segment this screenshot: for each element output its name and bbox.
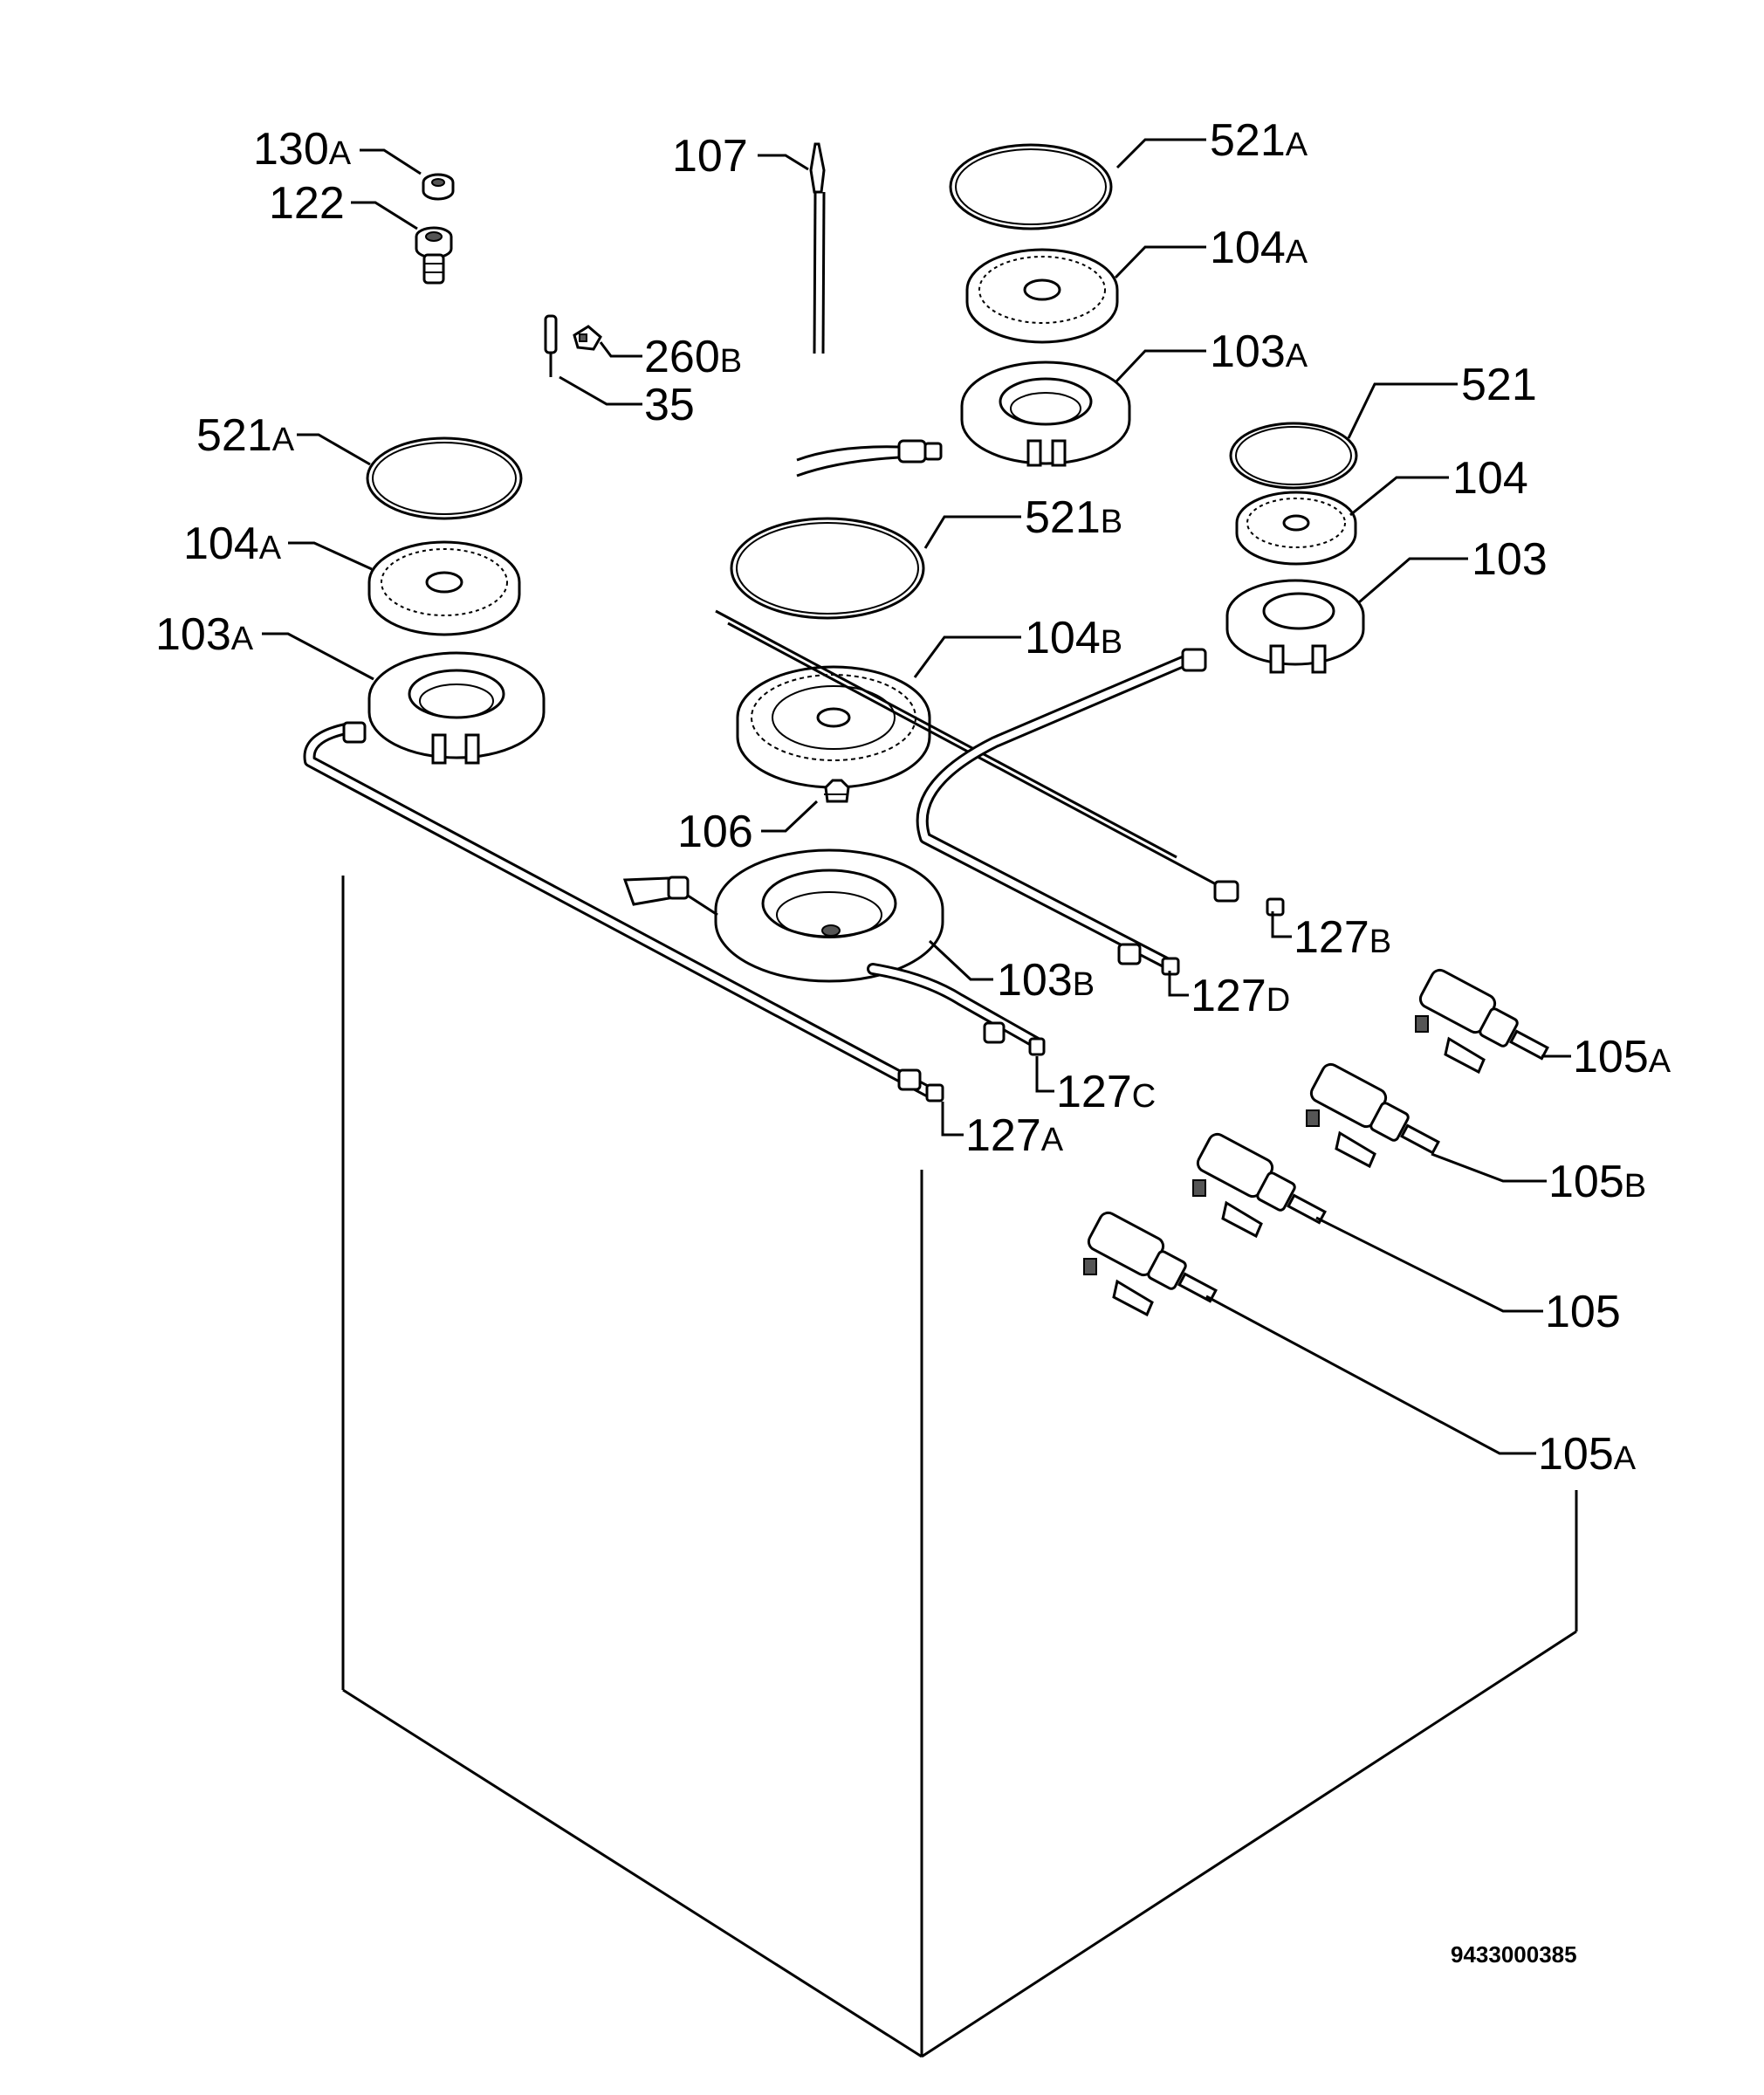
- document-reference-number: 9433000385: [1451, 1941, 1577, 1968]
- cabinet-outline: [341, 876, 1578, 2058]
- label-103: 103: [1472, 534, 1548, 585]
- label-105: 105: [1545, 1287, 1621, 1337]
- part-104b-crown: [736, 665, 931, 789]
- label-127c: 127C: [1056, 1067, 1156, 1117]
- part-521a-left-cover: [366, 436, 523, 520]
- part-107-thermocouple: [809, 142, 826, 354]
- part-103a-left-base: [367, 651, 546, 765]
- label-103b: 103B: [997, 955, 1095, 1006]
- part-103-base: [1225, 579, 1365, 674]
- part-122-injector: [415, 226, 453, 285]
- label-130a: 130A: [253, 124, 352, 175]
- label-106: 106: [677, 807, 753, 857]
- label-104a-top: 104A: [1210, 223, 1308, 273]
- label-104b: 104B: [1025, 613, 1122, 663]
- part-260b-clip: [573, 325, 602, 351]
- label-122: 122: [269, 178, 345, 229]
- part-103b-base: [714, 848, 944, 983]
- label-105a-bottom: 105A: [1538, 1429, 1637, 1480]
- label-521b: 521B: [1025, 492, 1122, 543]
- part-103a-top-base: [960, 361, 1131, 467]
- label-521a-top: 521A: [1210, 115, 1308, 166]
- label-521a-left: 521A: [196, 410, 295, 461]
- tube-127c: [867, 963, 1046, 1056]
- label-521: 521: [1461, 360, 1537, 410]
- valve-105: [1192, 1132, 1327, 1239]
- tube-top-stub: [796, 439, 943, 477]
- part-521b-cover: [730, 517, 925, 620]
- part-104-crown: [1235, 491, 1357, 566]
- part-104a-left-crown: [367, 540, 521, 636]
- label-105a-top: 105A: [1573, 1032, 1671, 1082]
- valve-105b: [1306, 1062, 1440, 1169]
- part-104a-top-crown: [965, 248, 1119, 344]
- tube-127a: [303, 721, 944, 1102]
- part-521a-top-cover: [949, 143, 1113, 230]
- label-105b: 105B: [1548, 1157, 1646, 1207]
- label-127a: 127A: [965, 1110, 1064, 1161]
- label-260b: 260B: [644, 332, 742, 382]
- labels: 130A 122 107 521A 104A 103A 260B 35 521 …: [155, 115, 1671, 1968]
- valve-105a-bottom: [1083, 1211, 1218, 1317]
- tube-centre-stub: [622, 876, 718, 917]
- label-35: 35: [644, 380, 695, 430]
- part-521-cover: [1229, 422, 1358, 490]
- label-107: 107: [672, 131, 748, 182]
- tube-127d: [916, 648, 1207, 976]
- label-104: 104: [1452, 453, 1528, 504]
- label-103a-left: 103A: [155, 609, 254, 660]
- label-103a-top: 103A: [1210, 326, 1308, 377]
- part-35-electrode: [544, 314, 558, 377]
- part-106-injector: [824, 779, 850, 803]
- rail-lines: [715, 609, 1232, 894]
- valve-105a-top: [1415, 968, 1549, 1075]
- label-127b: 127B: [1294, 912, 1391, 963]
- label-104a-left: 104A: [183, 519, 282, 569]
- part-130a-cap: [422, 173, 455, 201]
- label-127d: 127D: [1191, 971, 1290, 1021]
- tube-127b: [1213, 880, 1285, 917]
- leader-lines: [262, 138, 1571, 1455]
